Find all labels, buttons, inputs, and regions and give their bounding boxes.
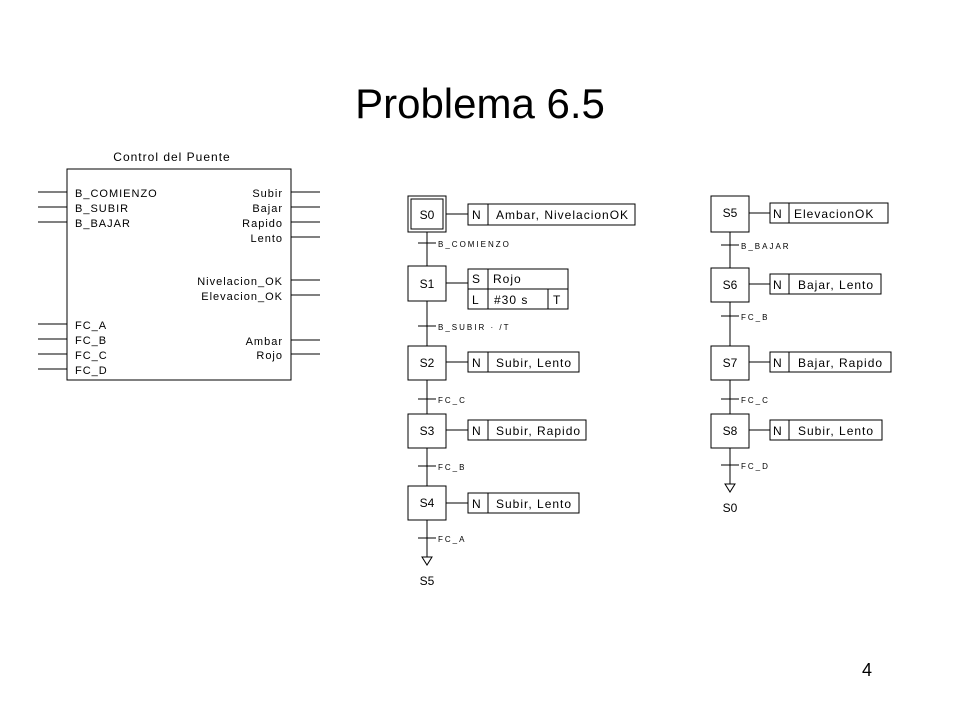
input-label-fc-b: FC_B — [75, 335, 107, 347]
action-qualifier: S — [472, 272, 481, 286]
output-label-bajar: Bajar — [252, 203, 283, 215]
grafcet-right: S5 N ElevacionOK B_BAJAR S6 N Bajar, Len… — [710, 195, 892, 515]
action-qualifier: N — [773, 207, 783, 221]
action-text: Subir, Rapido — [496, 424, 581, 438]
input-label-fc-d: FC_D — [75, 365, 108, 377]
step-label-s7: S7 — [723, 356, 738, 370]
input-label-b-bajar: B_BAJAR — [75, 218, 131, 230]
action-box-s3 — [467, 419, 587, 441]
action-text: Rojo — [493, 272, 522, 286]
input-label-fc-a: FC_A — [75, 320, 107, 332]
action-qualifier: N — [472, 356, 482, 370]
step-box-s3 — [407, 413, 447, 449]
output-label-lento: Lento — [250, 233, 283, 245]
step-label-s0: S0 — [420, 208, 435, 222]
jump-target-label: S5 — [420, 574, 435, 588]
timer-tag: T — [553, 293, 561, 307]
output-label-ambar: Ambar — [246, 336, 283, 348]
jump-arrow-icon — [724, 483, 736, 493]
control-block: Control del Puente B_COMIENZO B_SUBIR B_… — [38, 150, 320, 381]
step-label-s4: S4 — [420, 496, 435, 510]
step-box-s5 — [710, 195, 750, 233]
action-text: Subir, Lento — [798, 424, 874, 438]
action-text: Ambar, NivelacionOK — [496, 208, 629, 222]
action-text: Subir, Lento — [496, 497, 572, 511]
step-box-s4 — [407, 485, 447, 521]
transition-label: FC_B — [438, 463, 466, 472]
step-label-s1: S1 — [420, 277, 435, 291]
action-box-s8 — [769, 419, 883, 441]
step-label-s2: S2 — [420, 356, 435, 370]
action-box-s0 — [467, 203, 636, 226]
page-number: 4 — [862, 660, 873, 680]
action-qualifier: N — [472, 497, 482, 511]
step-label-s6: S6 — [723, 278, 738, 292]
output-label-subir: Subir — [252, 188, 283, 200]
action-qualifier: N — [472, 424, 482, 438]
jump-arrow-icon — [421, 556, 433, 566]
output-label-rapido: Rapido — [242, 218, 283, 230]
transition-label: B_SUBIR · /T — [438, 323, 510, 332]
output-label-rojo: Rojo — [256, 350, 283, 362]
step-box-s0 — [407, 195, 447, 233]
action-text: Bajar, Rapido — [798, 356, 883, 370]
initial-step-inner-box — [410, 198, 444, 230]
transition-label: FC_A — [438, 535, 466, 544]
step-label-s8: S8 — [723, 424, 738, 438]
output-label-nivelacion-ok: Nivelacion_OK — [197, 276, 283, 288]
action-box-s7 — [769, 351, 892, 373]
block-body — [66, 168, 292, 381]
input-label-b-comienzo: B_COMIENZO — [75, 188, 158, 200]
step-box-s7 — [710, 345, 750, 381]
transition-label: B_BAJAR — [741, 242, 791, 251]
action-text: Bajar, Lento — [798, 278, 874, 292]
step-label-s3: S3 — [420, 424, 435, 438]
transition-label: FC_D — [741, 462, 770, 471]
transition-label: FC_C — [438, 396, 467, 405]
output-label-elevacion-ok: Elevacion_OK — [201, 291, 283, 303]
action-text: Subir, Lento — [496, 356, 572, 370]
input-label-b-subir: B_SUBIR — [75, 203, 129, 215]
block-title: Control del Puente — [113, 150, 230, 164]
transition-label: FC_C — [741, 396, 770, 405]
jump-target-label: S0 — [723, 501, 738, 515]
action-text: ElevacionOK — [794, 207, 874, 221]
input-label-fc-c: FC_C — [75, 350, 108, 362]
transition-label: FC_B — [741, 313, 769, 322]
grafcet-left: S0 N Ambar, NivelacionOK B_COMIENZO S1 S… — [407, 195, 636, 588]
action-qualifier: N — [472, 208, 482, 222]
step-box-s1 — [407, 265, 447, 302]
action-box-s5 — [769, 202, 889, 224]
step-label-s5: S5 — [723, 206, 738, 220]
action-box-s4 — [467, 492, 580, 514]
action-box-s6 — [769, 273, 882, 295]
slide-title: Problema 6.5 — [355, 80, 605, 127]
action-qualifier: N — [773, 424, 783, 438]
transition-label: B_COMIENZO — [438, 240, 511, 249]
action-qualifier: L — [472, 293, 480, 307]
action-qualifier: N — [773, 356, 783, 370]
step-box-s6 — [710, 267, 750, 303]
action-text: #30 s — [494, 293, 528, 307]
step-box-s8 — [710, 413, 750, 449]
action-qualifier: N — [773, 278, 783, 292]
step-box-s2 — [407, 345, 447, 381]
action-box-s2 — [467, 351, 580, 373]
